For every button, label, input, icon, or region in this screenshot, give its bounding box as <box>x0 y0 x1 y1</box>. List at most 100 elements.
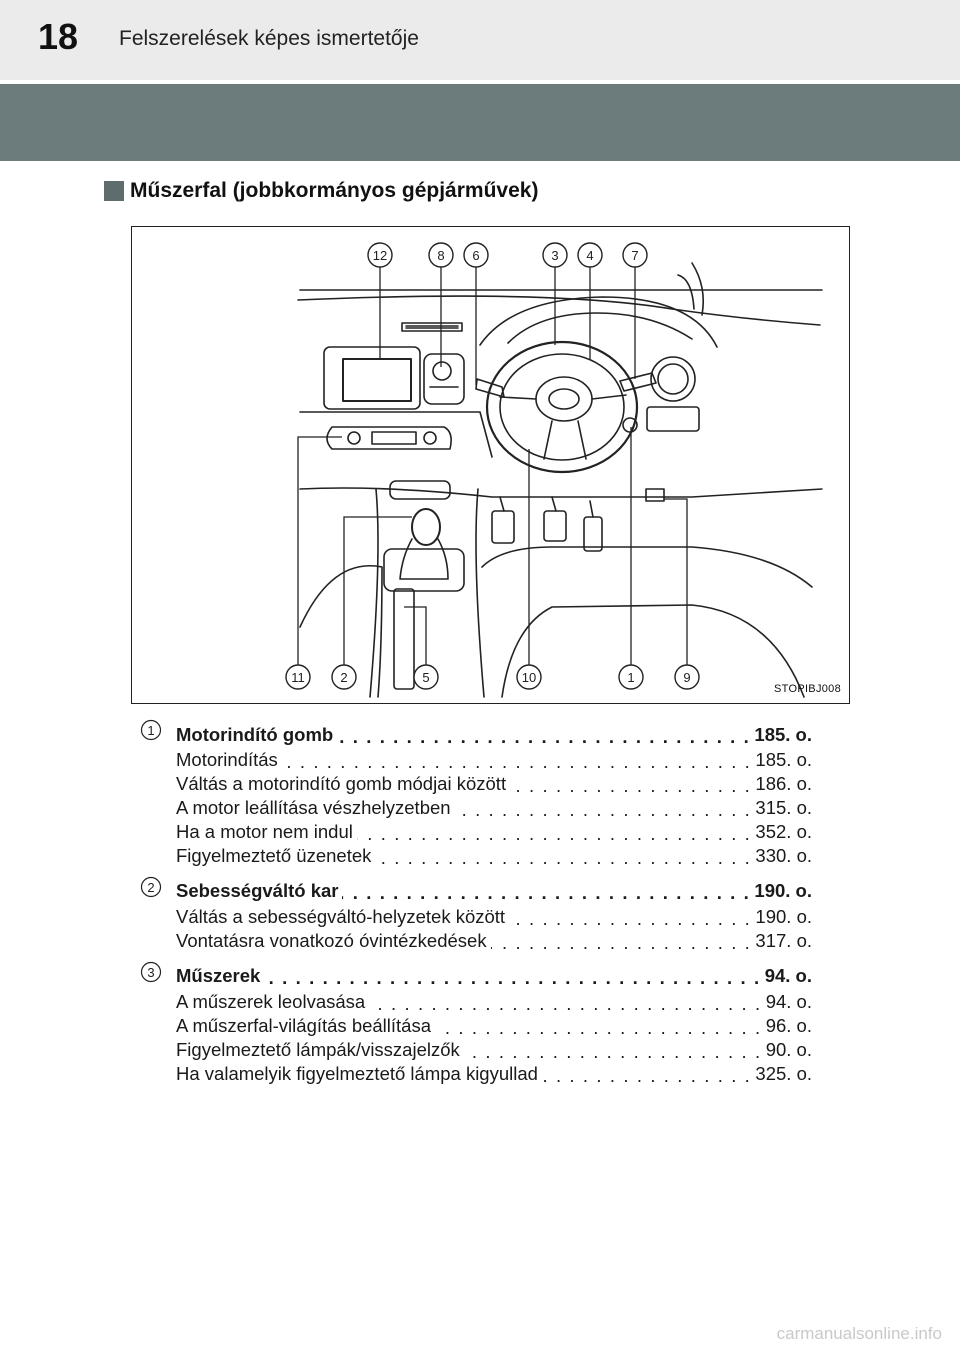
svg-text:3: 3 <box>551 248 558 263</box>
toc-entry[interactable]: A műszerek leolvasása94. o. <box>176 991 812 1015</box>
usb-port-panel <box>389 480 451 500</box>
bottom-callouts: 11 2 5 10 1 9 <box>285 664 700 690</box>
svg-text:5: 5 <box>422 670 429 685</box>
svg-text:8: 8 <box>437 248 444 263</box>
shift-knob <box>411 508 441 546</box>
dashboard-figure: 12 8 6 3 4 7 11 2 5 10 1 9 STOPIBJ008 <box>131 226 850 704</box>
shift-surround <box>383 548 465 592</box>
left-stalk <box>475 378 505 398</box>
vent-slats <box>405 325 459 329</box>
svg-text:1: 1 <box>627 670 634 685</box>
leader-2 <box>343 516 412 665</box>
callout-badge: 9 <box>674 664 700 690</box>
svg-text:6: 6 <box>472 248 479 263</box>
number-badge-icon: 2 <box>140 876 162 898</box>
section-bullet-icon <box>104 181 124 201</box>
figure-code: STOPIBJ008 <box>774 683 841 695</box>
top-callouts: 12 8 6 3 4 7 <box>367 242 648 268</box>
svg-text:11: 11 <box>291 670 305 685</box>
svg-text:2: 2 <box>340 670 347 685</box>
cluster-hood <box>479 296 718 348</box>
steering-wheel-inner <box>499 353 625 461</box>
callout-badge: 7 <box>622 242 648 268</box>
toc-main-entry[interactable]: Motorindító gomb185. o. <box>176 724 812 748</box>
toc-entry[interactable]: A műszerfal-világítás beállítása96. o. <box>176 1015 812 1039</box>
steering-wheel-rim <box>485 340 639 474</box>
display-panel <box>323 346 421 410</box>
toc-entry[interactable]: A motor leállítása vészhelyzetben315. o. <box>176 797 812 821</box>
toc-main-entry[interactable]: Sebességváltó kar190. o. <box>176 880 812 904</box>
pillar-line-2 <box>677 274 695 310</box>
svg-text:10: 10 <box>522 670 536 685</box>
toc-entry[interactable]: Figyelmeztető lámpák/visszajelzők90. o. <box>176 1039 812 1063</box>
svg-text:9: 9 <box>683 670 690 685</box>
clutch-pedal <box>491 510 515 544</box>
steering-spokes <box>499 394 627 460</box>
toc-entry[interactable]: Figyelmeztető üzenetek330. o. <box>176 845 812 869</box>
climate-panel <box>326 426 452 450</box>
pillar-line <box>691 262 705 316</box>
section-heading: Műszerfal (jobbkormányos gépjárművek) <box>104 176 538 206</box>
callout-badge: 3 <box>542 242 568 268</box>
leader-5 <box>404 606 427 665</box>
left-seat <box>299 565 383 698</box>
engine-start-button <box>622 417 638 433</box>
callout-badge: 8 <box>428 242 454 268</box>
toc-entry[interactable]: Ha valamelyik figyelmeztető lámpa kigyul… <box>176 1063 812 1087</box>
header-band <box>0 84 960 161</box>
svg-text:1: 1 <box>147 723 154 738</box>
hood-release <box>645 488 665 502</box>
callout-badge: 1 <box>618 664 644 690</box>
header-bar: 18 Felszerelések képes ismertetője <box>0 0 960 80</box>
page-number: 18 <box>38 16 79 57</box>
toc-entry[interactable]: Ha a motor nem indul352. o. <box>176 821 812 845</box>
brake-pedal <box>543 510 567 542</box>
right-seat-top <box>481 546 813 588</box>
number-badge-icon: 3 <box>140 961 162 983</box>
callout-badge: 4 <box>577 242 603 268</box>
pedal-arms <box>499 496 594 518</box>
toc-entry[interactable]: Váltás a motorindító gomb módjai között1… <box>176 773 812 797</box>
parking-brake-lever <box>393 588 415 690</box>
section-title: Műszerfal (jobbkormányos gépjárművek) <box>130 179 539 202</box>
console-left <box>369 488 379 698</box>
climate-knob-left <box>347 431 361 445</box>
dash-bottom <box>299 487 823 498</box>
climate-knob-right <box>423 431 437 445</box>
display-screen <box>342 358 412 402</box>
steering-logo <box>548 388 580 410</box>
leader-9 <box>664 498 688 665</box>
right-switch-panel <box>646 406 700 432</box>
toc-main-entry[interactable]: Műszerek94. o. <box>176 965 812 989</box>
svg-text:3: 3 <box>147 965 154 980</box>
dashboard-illustration <box>297 262 823 698</box>
leader-11 <box>297 436 342 665</box>
right-stalk <box>619 372 657 392</box>
callout-badge: 2 <box>331 664 357 690</box>
right-seat <box>501 604 805 698</box>
center-vent <box>401 322 463 332</box>
svg-text:4: 4 <box>586 248 593 263</box>
hazard-button <box>432 361 452 381</box>
right-vent-outer <box>650 356 696 402</box>
callout-layer: 12 8 6 3 4 7 11 2 5 10 1 9 <box>285 242 700 690</box>
dash-upper-line <box>297 295 821 326</box>
toc-entry[interactable]: Motorindítás185. o. <box>176 749 812 773</box>
console-right <box>475 488 485 698</box>
hazard-panel <box>423 353 465 405</box>
svg-text:7: 7 <box>631 248 638 263</box>
number-badge-icon: 1 <box>140 719 162 741</box>
watermark: carmanualsonline.info <box>776 1324 942 1343</box>
shift-boot <box>399 538 449 580</box>
climate-buttons <box>371 431 417 445</box>
right-vent-inner <box>657 363 689 395</box>
dash-lower-left <box>299 411 493 458</box>
toc-entry[interactable]: Vontatásra vonatkozó óvintézkedések317. … <box>176 930 812 954</box>
svg-text:2: 2 <box>147 880 154 895</box>
callout-badge: 12 <box>367 242 393 268</box>
callout-badge: 6 <box>463 242 489 268</box>
callout-badge: 11 <box>285 664 311 690</box>
chapter-title: Felszerelések képes ismertetője <box>119 27 419 50</box>
toc-entry[interactable]: Váltás a sebességváltó-helyzetek között1… <box>176 906 812 930</box>
svg-text:12: 12 <box>373 248 387 263</box>
